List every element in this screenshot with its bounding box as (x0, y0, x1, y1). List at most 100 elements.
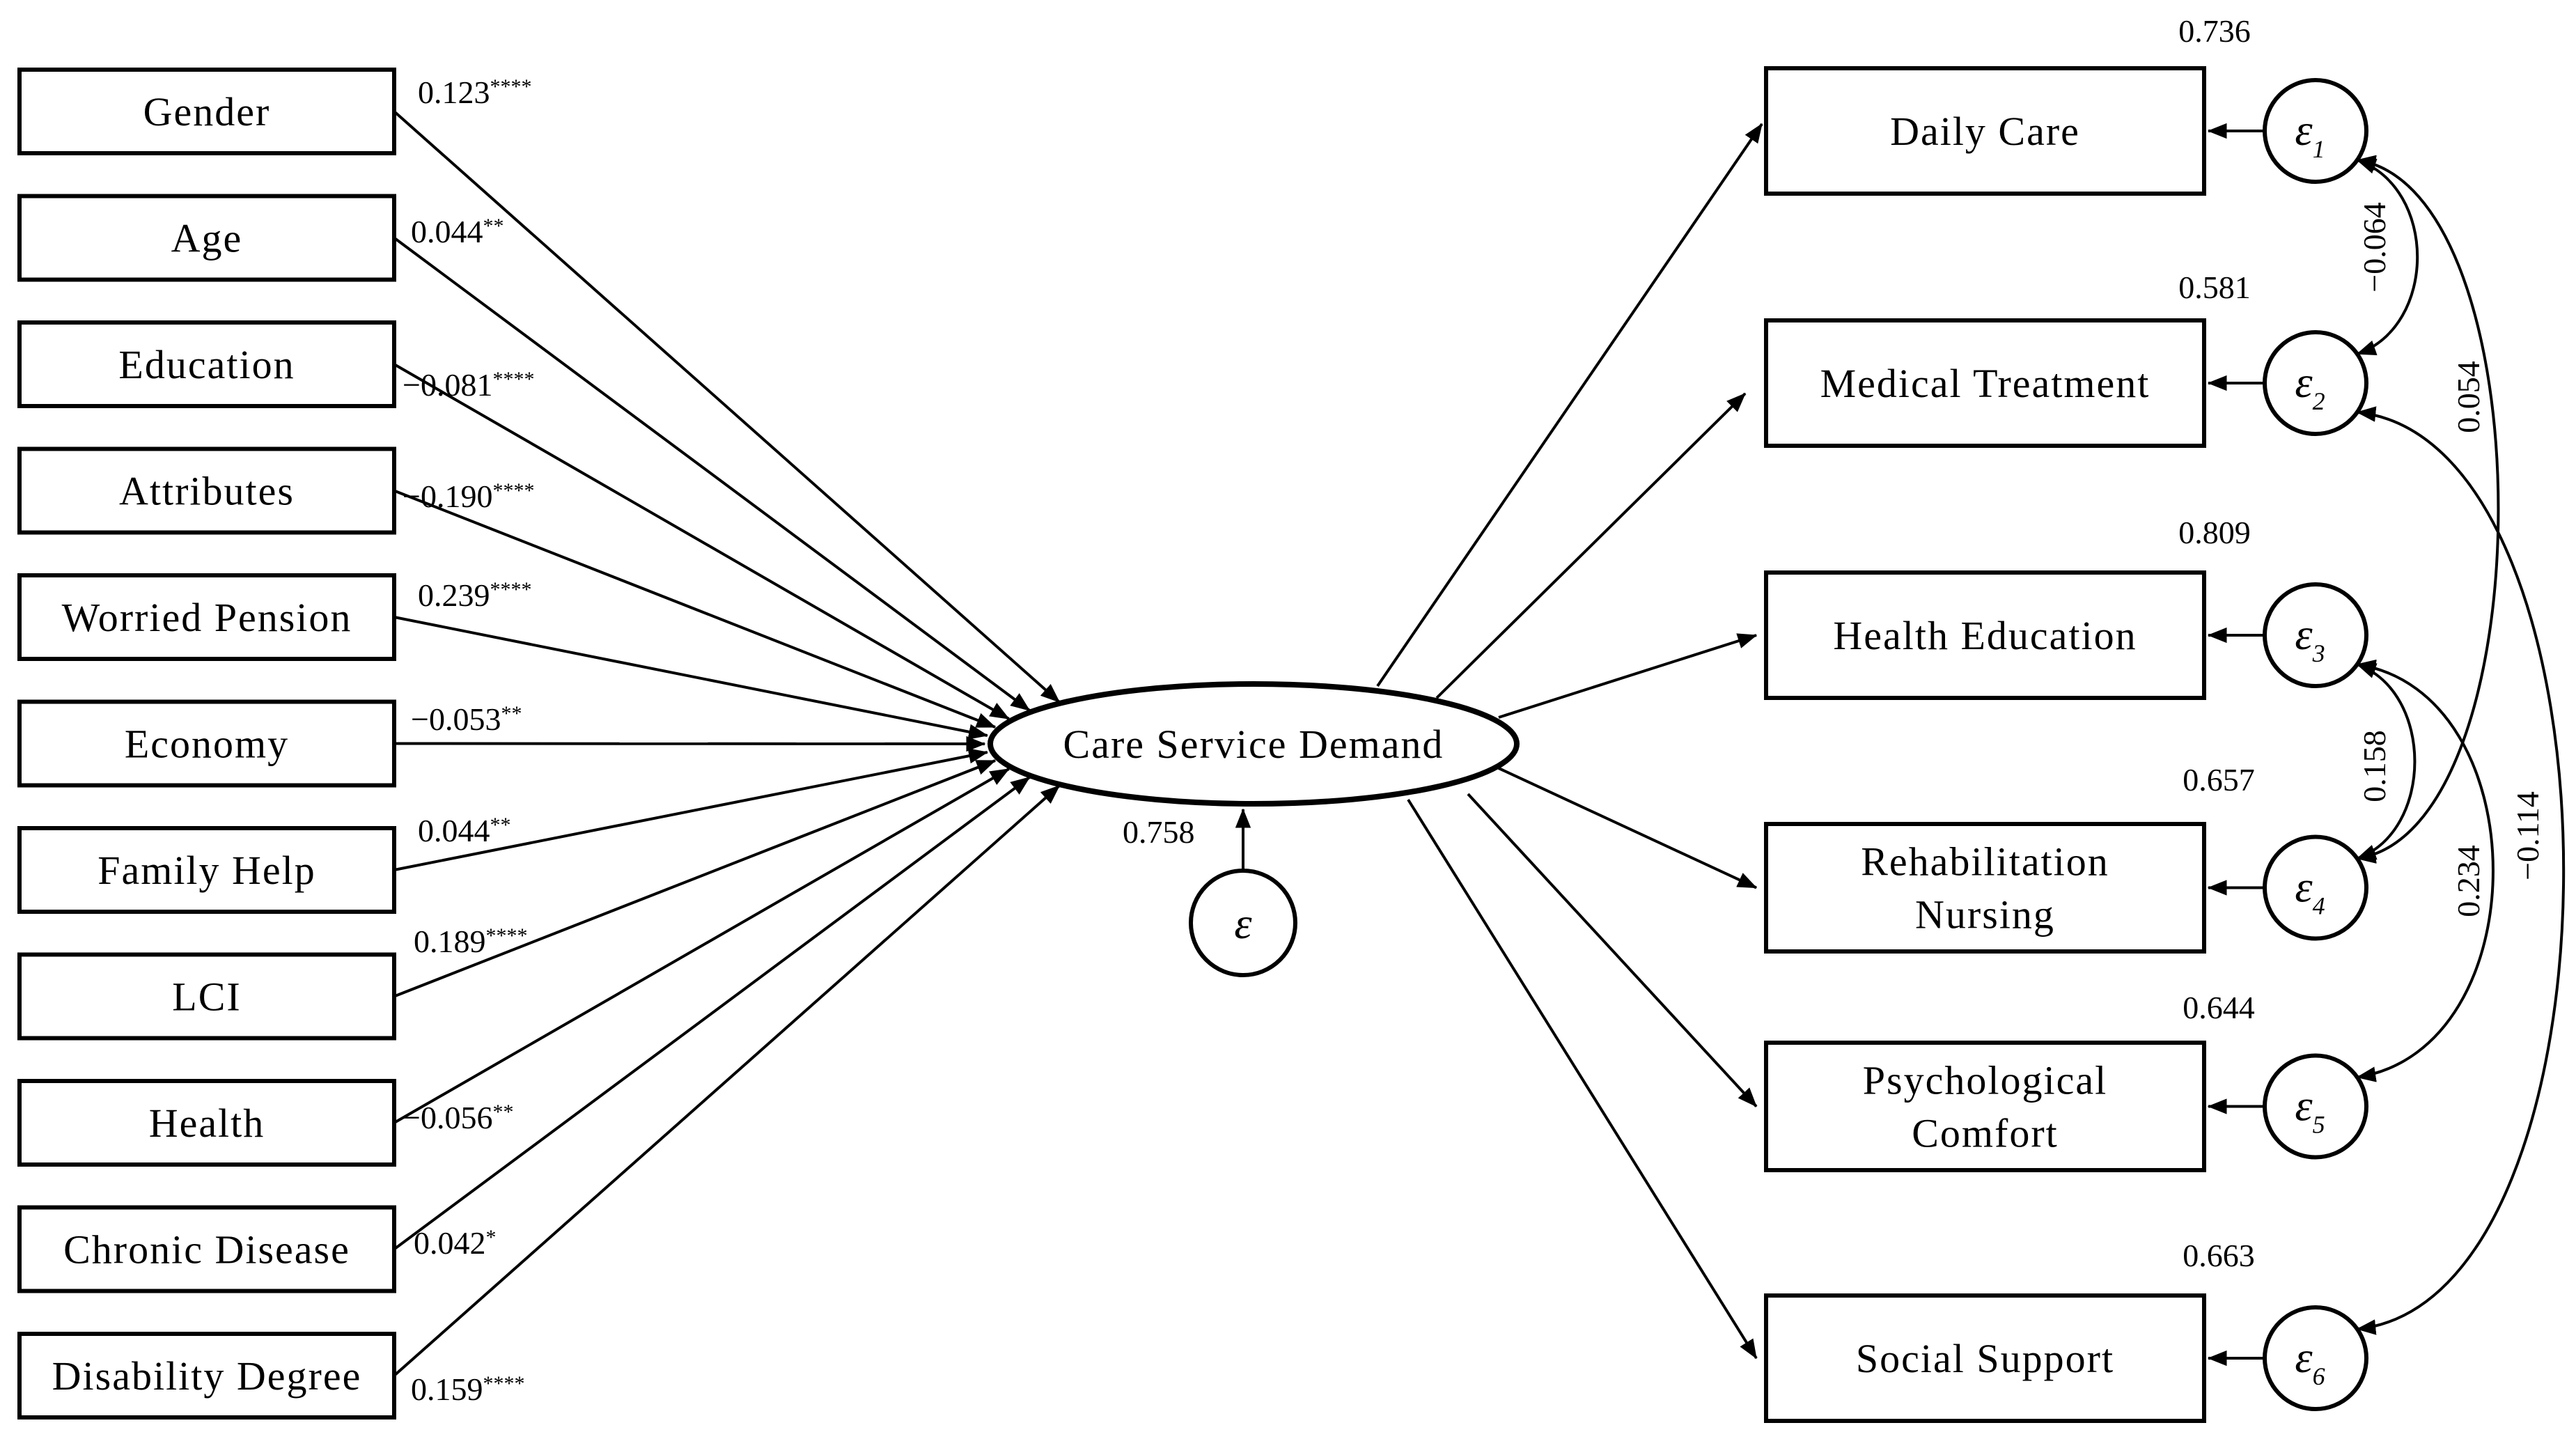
predictor-label-disability-degree: Disability Degree (52, 1353, 362, 1399)
outcome-label-rehabilitation-nursing-line2: Nursing (1915, 892, 2055, 938)
predictor-label-chronic-disease: Chronic Disease (63, 1227, 350, 1273)
path-coefficient-health: −0.056** (403, 1100, 513, 1135)
predictor-box-lci (17, 952, 396, 1041)
error-circle-4 (2263, 834, 2368, 941)
loading-value-1: 0.736 (2178, 13, 2251, 49)
predictor-label-attributes: Attributes (119, 469, 295, 514)
path-arrow-worried-pension (393, 616, 989, 740)
error-circle-5 (2263, 1053, 2368, 1160)
predictor-label-family-help: Family Help (97, 848, 316, 893)
outcome-label-rehabilitation-nursing-line1: Rehabilitation (1861, 839, 2109, 885)
error-covariance-value-3-5: 0.234 (2451, 845, 2486, 917)
outcome-box-medical-treatment (1764, 318, 2206, 448)
error-symbol-4: ε4 (2295, 862, 2325, 920)
error-covariance-curve-2-6 (2356, 406, 2566, 1335)
outcome-box-psychological-comfort (1764, 1041, 2206, 1172)
path-coefficient-attributes: −0.190**** (403, 479, 534, 514)
loading-value-6: 0.663 (2183, 1238, 2255, 1273)
outcome-box-health-education (1764, 570, 2206, 700)
loading-arrow-psychological-comfort (1467, 793, 1758, 1107)
path-arrow-education (393, 363, 1010, 720)
predictor-box-health (17, 1079, 396, 1167)
path-arrow-age (393, 236, 1031, 712)
path-coefficient-worried-pension: 0.239**** (418, 577, 532, 613)
error-symbol-5: ε5 (2295, 1081, 2325, 1139)
outcome-label-daily-care: Daily Care (1890, 109, 2080, 154)
path-coefficient-gender: 0.123**** (418, 75, 532, 110)
predictor-label-worried-pension: Worried Pension (62, 595, 352, 640)
significance-stars: ** (492, 1100, 513, 1123)
loading-arrow-rehabilitation-nursing (1497, 766, 1758, 889)
predictor-box-gender (17, 68, 396, 155)
significance-stars: ** (483, 215, 504, 238)
path-arrow-economy (393, 736, 986, 752)
latent-error-symbol: ε (1234, 899, 1252, 948)
error-covariance-curve-3-5 (2356, 659, 2495, 1082)
loading-arrow-medical-treatment (1435, 392, 1747, 699)
error-symbol-3: ε3 (2295, 609, 2325, 667)
path-coefficient-family-help: 0.044** (418, 813, 511, 848)
path-arrow-lci (393, 759, 997, 998)
outcome-box-social-support (1764, 1293, 2206, 1423)
loading-arrow-health-education (1498, 633, 1758, 719)
latent-error-value: 0.758 (1123, 814, 1195, 850)
predictor-label-gender: Gender (143, 89, 271, 134)
path-arrow-disability-degree (393, 784, 1061, 1377)
path-arrow-gender (393, 110, 1061, 703)
latent-error-circle (1189, 869, 1297, 977)
loading-arrow-daily-care (1376, 123, 1763, 687)
significance-stars: **** (492, 479, 534, 502)
predictor-label-lci: LCI (172, 974, 241, 1020)
significance-stars: **** (490, 75, 532, 98)
significance-stars: * (486, 1226, 497, 1249)
predictor-box-worried-pension (17, 573, 396, 661)
outcome-label-psychological-comfort-line1: Psychological (1863, 1058, 2107, 1103)
error-covariance-curve-1-2 (2356, 158, 2419, 356)
error-symbol-6: ε6 (2295, 1332, 2325, 1390)
path-coefficient-disability-degree: 0.159**** (411, 1371, 525, 1407)
path-coefficient-age: 0.044** (411, 214, 504, 249)
predictor-box-economy (17, 699, 396, 788)
path-arrow-chronic-disease (393, 776, 1031, 1251)
latent-care-service-demand (988, 681, 1520, 807)
error-symbol-2: ε2 (2295, 357, 2325, 415)
path-coefficient-lci: 0.189**** (414, 924, 528, 959)
error-covariance-value-2-6: −0.114 (2510, 791, 2545, 880)
error-circle-1 (2263, 78, 2368, 184)
significance-stars: ** (501, 702, 522, 725)
significance-stars: **** (490, 578, 532, 601)
path-coefficient-economy: −0.053** (411, 701, 522, 737)
significance-stars: **** (492, 368, 534, 391)
outcome-label-social-support: Social Support (1856, 1336, 2114, 1381)
predictor-box-family-help (17, 826, 396, 914)
predictor-box-disability-degree (17, 1332, 396, 1419)
loading-value-3: 0.809 (2178, 515, 2251, 550)
predictor-box-chronic-disease (17, 1205, 396, 1293)
outcome-box-daily-care (1764, 66, 2206, 196)
path-arrow-attributes (393, 489, 997, 729)
predictor-label-education: Education (118, 342, 295, 387)
latent-label: Care Service Demand (1063, 722, 1444, 767)
error-symbol-1: ε1 (2295, 105, 2325, 163)
path-arrow-health (393, 768, 1010, 1124)
predictor-label-economy: Economy (125, 722, 289, 767)
predictor-label-age: Age (171, 216, 243, 261)
error-covariance-curve-3-4 (2356, 662, 2417, 860)
error-circle-3 (2263, 582, 2368, 688)
error-covariance-value-1-2: −0.064 (2357, 202, 2392, 292)
significance-stars: ** (490, 814, 511, 837)
significance-stars: **** (486, 924, 528, 947)
outcome-label-health-education: Health Education (1833, 613, 2137, 658)
path-coefficient-chronic-disease: 0.042* (414, 1225, 497, 1261)
predictor-box-attributes (17, 446, 396, 535)
error-circle-2 (2263, 330, 2368, 436)
path-coefficient-education: −0.081**** (403, 367, 534, 403)
predictor-box-education (17, 320, 396, 408)
error-covariance-value-3-4: 0.158 (2357, 730, 2392, 802)
path-arrow-family-help (393, 748, 989, 871)
error-covariance-curve-1-4 (2356, 155, 2500, 864)
significance-stars: **** (483, 1372, 525, 1395)
loading-value-5: 0.644 (2183, 990, 2255, 1025)
predictor-label-health: Health (149, 1100, 265, 1146)
